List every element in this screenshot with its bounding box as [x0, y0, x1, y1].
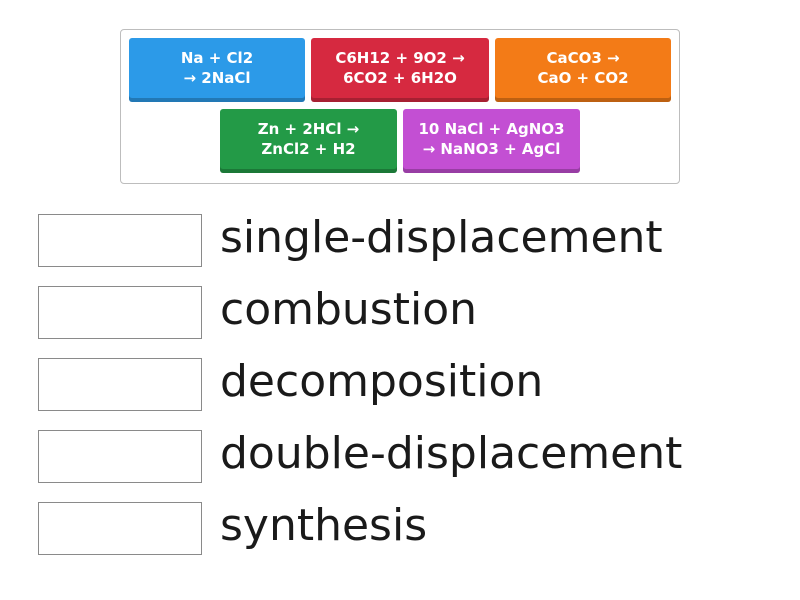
reaction-tile-double-displacement-eq[interactable]: 10 NaCl + AgNO3 → NaNO3 + AgCl: [403, 109, 580, 173]
drop-zone[interactable]: [38, 358, 202, 411]
target-row-synthesis: synthesis: [38, 500, 758, 556]
tile-tray: Na + Cl2 → 2NaCl C6H12 + 9O2 → 6CO2 + 6H…: [120, 29, 680, 184]
drop-zone[interactable]: [38, 286, 202, 339]
reaction-tile-synthesis-eq[interactable]: Na + Cl2 → 2NaCl: [129, 38, 305, 102]
drop-zone[interactable]: [38, 430, 202, 483]
reaction-tile-single-displacement-eq[interactable]: Zn + 2HCl → ZnCl2 + H2: [220, 109, 397, 173]
target-label: decomposition: [220, 356, 544, 407]
target-label: single-displacement: [220, 212, 663, 263]
target-row-decomposition: decomposition: [38, 356, 758, 412]
drop-zone[interactable]: [38, 502, 202, 555]
target-label: combustion: [220, 284, 477, 335]
reaction-tile-decomposition-eq[interactable]: CaCO3 → CaO + CO2: [495, 38, 671, 102]
target-row-single-displacement: single-displacement: [38, 212, 758, 268]
target-row-combustion: combustion: [38, 284, 758, 340]
target-label: synthesis: [220, 500, 428, 551]
reaction-tile-combustion-eq[interactable]: C6H12 + 9O2 → 6CO2 + 6H2O: [311, 38, 489, 102]
target-label: double-displacement: [220, 428, 683, 479]
drop-zone[interactable]: [38, 214, 202, 267]
target-row-double-displacement: double-displacement: [38, 428, 758, 484]
